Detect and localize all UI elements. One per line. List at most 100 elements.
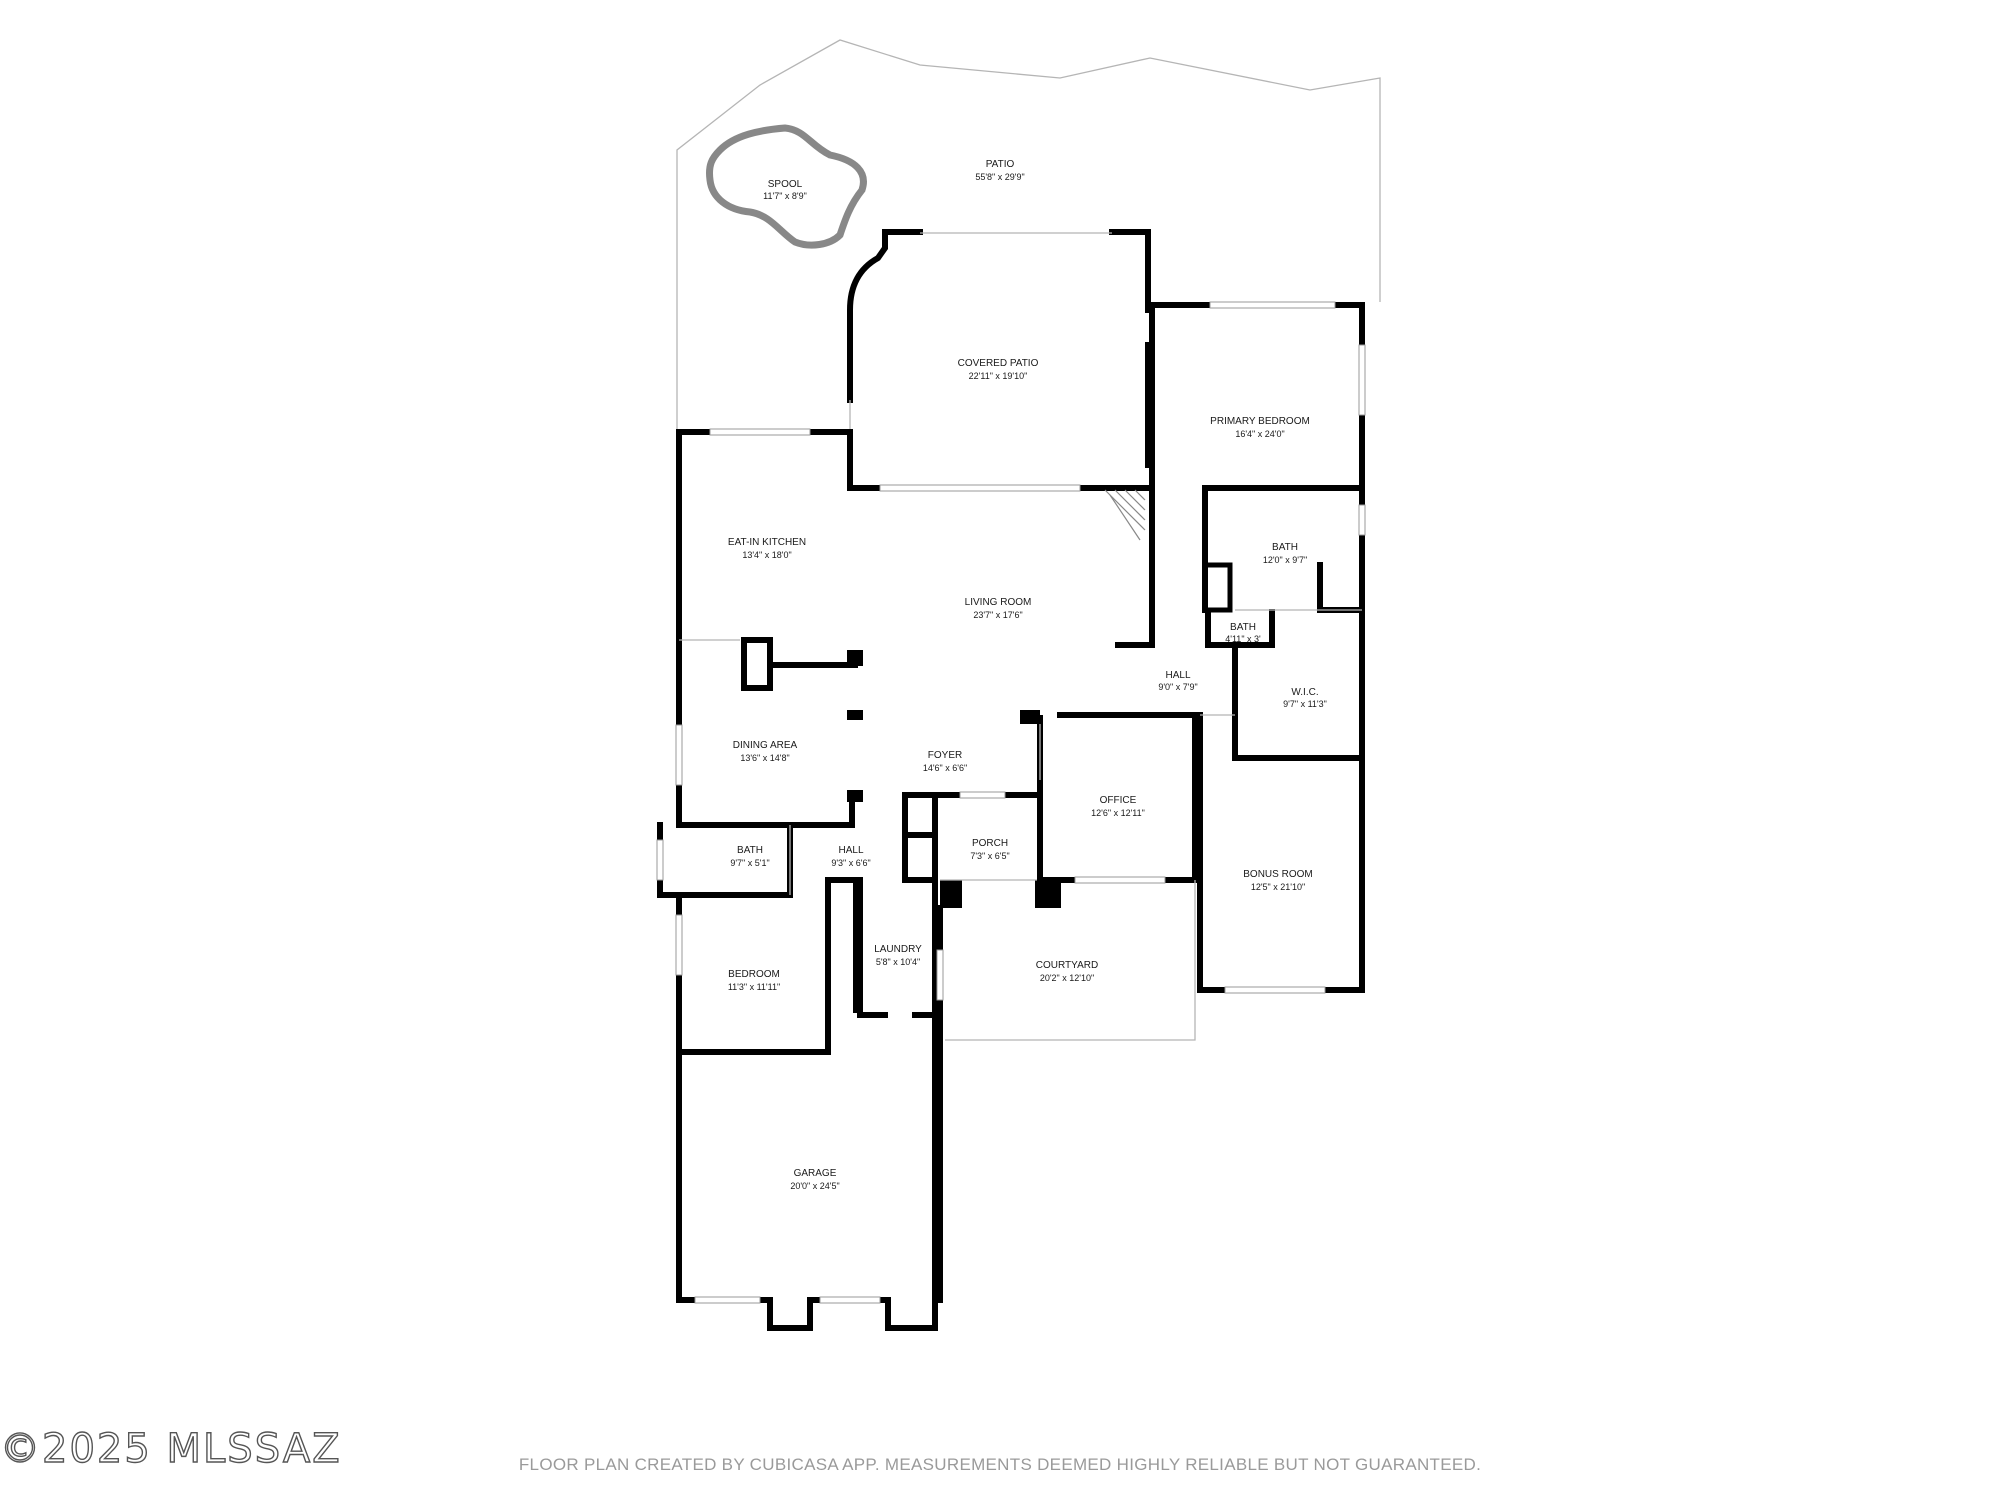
room-name: DINING AREA xyxy=(733,740,798,751)
room-label-spool: SPOOL 11'7" x 8'9" xyxy=(763,179,807,201)
room-name: HALL xyxy=(838,845,863,856)
room-dim: 12'5" x 21'10" xyxy=(1251,882,1305,892)
window xyxy=(656,839,664,881)
room-label-bonus-room: BONUS ROOM 12'5" x 21'10" xyxy=(1243,869,1312,892)
room-label-porch: PORCH 7'3" x 6'5" xyxy=(970,838,1009,861)
room-name: EAT-IN KITCHEN xyxy=(728,537,806,548)
patio-outline xyxy=(676,39,1381,430)
window xyxy=(675,724,683,786)
kitchen-island xyxy=(741,637,773,691)
bedroom-wall xyxy=(676,877,861,1055)
room-dim: 23'7" x 17'6" xyxy=(973,610,1022,620)
room-label-covered-patio: COVERED PATIO 22'11" x 19'10" xyxy=(958,358,1039,381)
room-name: BEDROOM xyxy=(728,969,780,980)
primary-bedroom-wall xyxy=(1115,302,1155,648)
covered-patio-wall xyxy=(847,432,883,491)
window xyxy=(675,914,683,976)
room-name: BATH xyxy=(1230,622,1256,633)
room-name: GARAGE xyxy=(794,1168,837,1179)
window xyxy=(1209,301,1336,309)
room-dim: 9'7" x 5'1" xyxy=(730,858,769,868)
exterior-wall-kitchen-top xyxy=(676,429,853,643)
room-name: COURTYARD xyxy=(1036,960,1098,971)
room-label-courtyard: COURTYARD 20'2" x 12'10" xyxy=(1036,960,1098,983)
room-label-office: OFFICE 12'6" x 12'11" xyxy=(1091,795,1145,818)
room-dim: 4'11" x 3' xyxy=(1225,634,1261,644)
spool-outline xyxy=(706,124,867,249)
primary-bedroom-wall xyxy=(1149,302,1365,613)
room-dim: 20'2" x 12'10" xyxy=(1040,973,1094,983)
room-dim: 12'0" x 9'7" xyxy=(1263,555,1307,565)
room-label-living-room: LIVING ROOM 23'7" x 17'6" xyxy=(965,597,1032,620)
window xyxy=(1224,986,1326,994)
garage-door xyxy=(819,1296,881,1304)
column xyxy=(847,710,863,720)
disclaimer-text: FLOOR PLAN CREATED BY CUBICASA APP. MEAS… xyxy=(518,1455,1482,1474)
room-dim: 9'7" x 11'3" xyxy=(1283,699,1327,709)
room-name: PATIO xyxy=(986,159,1015,170)
room-dim: 11'7" x 8'9" xyxy=(763,191,807,201)
room-dim: 55'8" x 29'9" xyxy=(975,172,1024,182)
room-label-eat-in-kitchen: EAT-IN KITCHEN 13'4" x 18'0" xyxy=(728,537,806,560)
room-label-bath-west: BATH 9'7" x 5'1" xyxy=(730,845,769,868)
window xyxy=(1358,344,1366,416)
bath-small-wall xyxy=(1205,609,1275,648)
column xyxy=(1020,710,1040,724)
room-label-dining-area: DINING AREA 13'6" x 14'8" xyxy=(733,740,798,763)
room-dim: 20'0" x 24'5" xyxy=(790,1181,839,1191)
room-dim: 22'11" x 19'10" xyxy=(969,371,1028,381)
room-name: BATH xyxy=(1272,542,1298,553)
room-dim: 7'3" x 6'5" xyxy=(970,851,1009,861)
stairs xyxy=(1104,489,1146,541)
covered-patio-wall xyxy=(1109,229,1151,313)
room-name: BONUS ROOM xyxy=(1243,869,1312,880)
room-name: BATH xyxy=(737,845,763,856)
window xyxy=(959,791,1006,799)
room-name: SPOOL xyxy=(768,179,803,190)
column xyxy=(847,790,863,802)
room-name: LAUNDRY xyxy=(874,944,922,955)
window xyxy=(709,428,811,436)
room-name: PORCH xyxy=(972,838,1008,849)
room-label-patio: PATIO 55'8" x 29'9" xyxy=(975,159,1024,182)
courtyard-edge xyxy=(945,880,1196,1041)
room-dim: 5'8" x 10'4" xyxy=(876,957,920,967)
closet-wall xyxy=(902,792,938,883)
room-name: COVERED PATIO xyxy=(958,358,1039,369)
column xyxy=(940,880,962,908)
bath-wall xyxy=(1317,562,1365,613)
room-label-foyer: FOYER 14'6" x 6'6" xyxy=(923,750,967,773)
room-name: FOYER xyxy=(928,750,962,761)
window xyxy=(1358,504,1366,536)
laundry-wall xyxy=(857,877,938,1018)
garage-door xyxy=(694,1296,761,1304)
room-dim: 13'6" x 14'8" xyxy=(740,753,789,763)
room-dim: 13'4" x 18'0" xyxy=(742,550,791,560)
room-name: LIVING ROOM xyxy=(965,597,1032,608)
shower xyxy=(1202,562,1233,613)
column xyxy=(847,650,863,666)
room-label-hall-east: HALL 9'0" x 7'9" xyxy=(1158,670,1197,692)
room-label-garage: GARAGE 20'0" x 24'5" xyxy=(790,1168,839,1191)
window xyxy=(1074,876,1166,884)
window xyxy=(936,949,944,1001)
room-label-bath-small: BATH 4'11" x 3' xyxy=(1225,622,1261,644)
room-label-hall-west: HALL 9'3" x 6'6" xyxy=(831,845,870,868)
room-label-laundry: LAUNDRY 5'8" x 10'4" xyxy=(874,944,922,967)
room-dim: 12'6" x 12'11" xyxy=(1091,808,1145,818)
room-name: OFFICE xyxy=(1100,795,1137,806)
column xyxy=(1035,880,1061,908)
room-dim: 16'4" x 24'0" xyxy=(1235,429,1284,439)
room-label-wic: W.I.C. 9'7" x 11'3" xyxy=(1283,687,1327,709)
room-dim: 9'3" x 6'6" xyxy=(831,858,870,868)
room-label-primary-bedroom: PRIMARY BEDROOM 16'4" x 24'0" xyxy=(1210,416,1310,439)
wic-wall xyxy=(1232,607,1365,761)
room-name: HALL xyxy=(1165,670,1190,681)
room-name: PRIMARY BEDROOM xyxy=(1210,416,1310,427)
mls-watermark: ©2025 MLSSAZ xyxy=(0,1425,342,1472)
room-label-bath-primary: BATH 12'0" x 9'7" xyxy=(1263,542,1307,565)
window xyxy=(879,484,1081,492)
room-dim: 11'3" x 11'11" xyxy=(728,982,780,992)
bath-west-wall xyxy=(657,822,793,898)
